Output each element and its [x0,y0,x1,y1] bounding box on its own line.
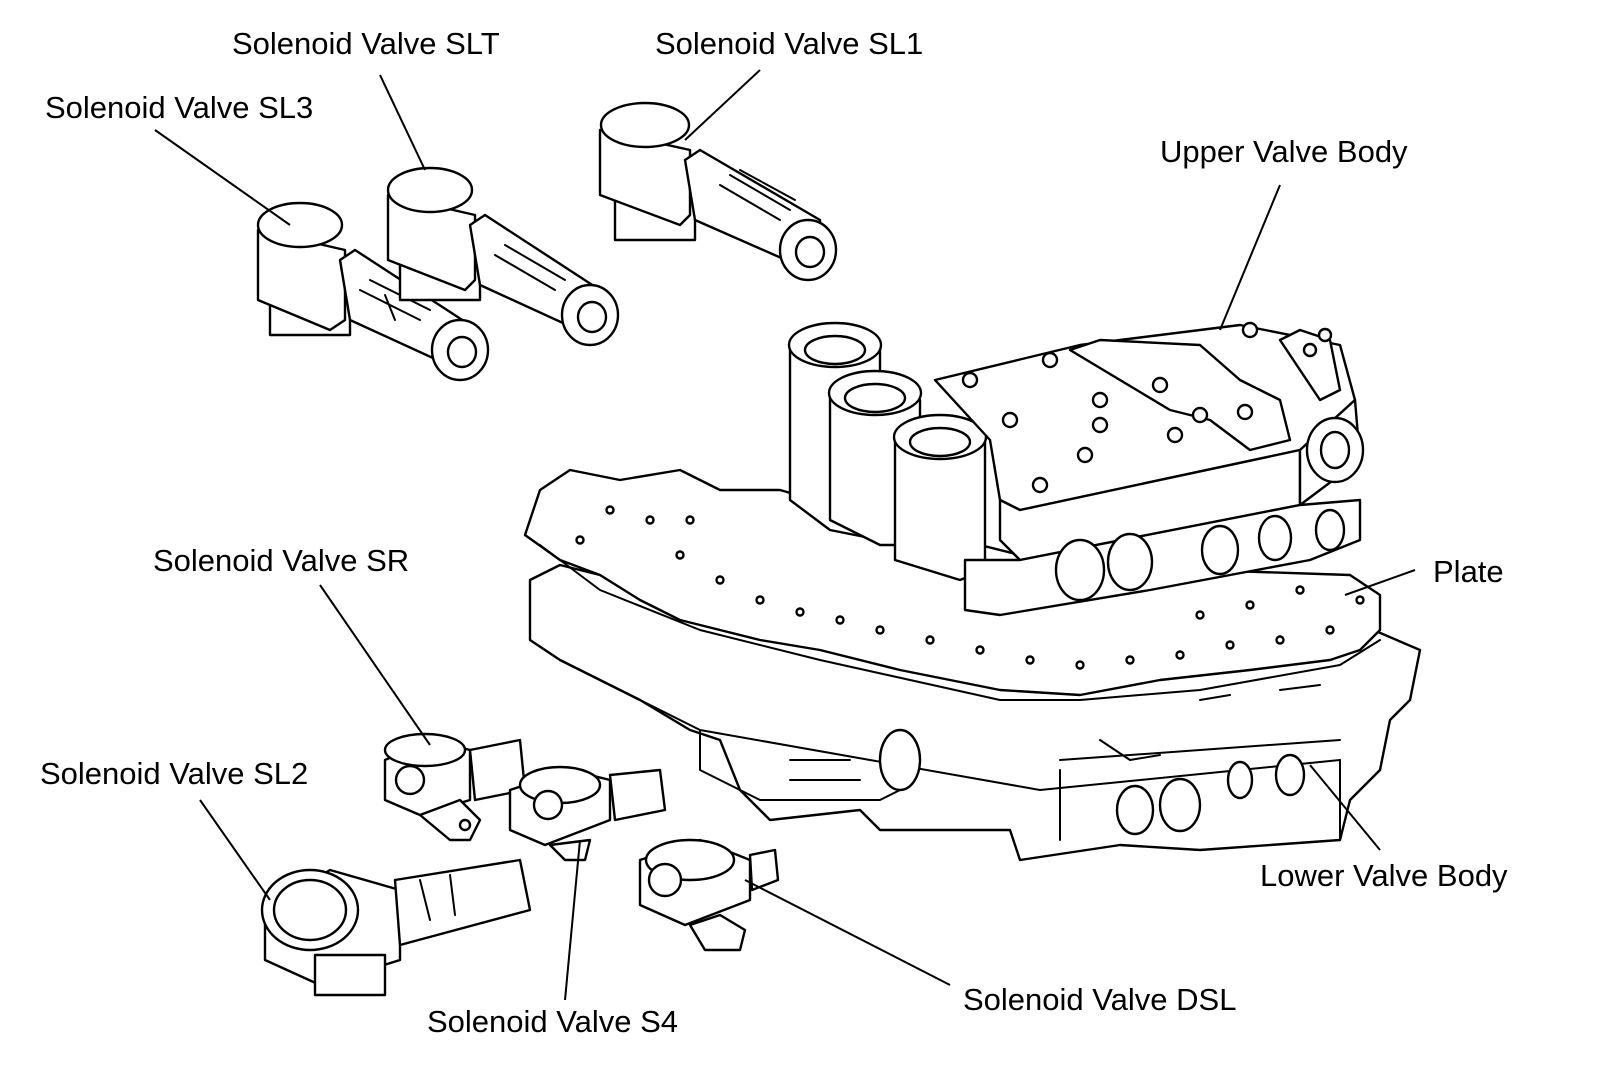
label-solenoid-valve-sl2: Solenoid Valve SL2 [40,756,309,791]
leader-slt [379,74,426,171]
label-solenoid-valve-sl1: Solenoid Valve SL1 [655,26,924,61]
label-solenoid-valve-sr: Solenoid Valve SR [153,543,410,578]
bolts [961,321,1333,494]
leader-dsl [744,879,951,986]
solenoid-sl3-drawing [256,201,490,382]
leader-sl3 [154,129,291,226]
upper-valve-body-drawing [787,321,1365,617]
label-plate: Plate [1433,554,1504,589]
leader-lower-valve-body [1309,764,1381,851]
label-solenoid-valve-slt: Solenoid Valve SLT [232,26,500,61]
solenoid-sr-drawing [383,732,527,842]
label-upper-valve-body: Upper Valve Body [1160,134,1408,169]
plate-holes [575,505,1365,670]
solenoid-sl1-drawing [598,101,838,282]
label-lower-valve-body: Lower Valve Body [1260,858,1508,893]
label-solenoid-valve-s4: Solenoid Valve S4 [427,1004,679,1039]
label-solenoid-valve-dsl: Solenoid Valve DSL [963,982,1237,1017]
leader-sl1 [684,69,761,141]
solenoid-dsl-drawing [638,838,780,952]
label-solenoid-valve-sl3: Solenoid Valve SL3 [45,90,314,125]
leader-upper-valve-body [1219,184,1281,331]
solenoid-sl2-drawing [260,858,532,997]
leader-plate [1344,569,1416,596]
plate-drawing [523,468,1382,701]
leader-sr [319,584,431,746]
leader-sl2 [199,799,271,901]
solenoid-slt-drawing [386,166,620,347]
solenoid-s4-drawing [508,765,667,862]
leader-s4 [564,839,581,1001]
